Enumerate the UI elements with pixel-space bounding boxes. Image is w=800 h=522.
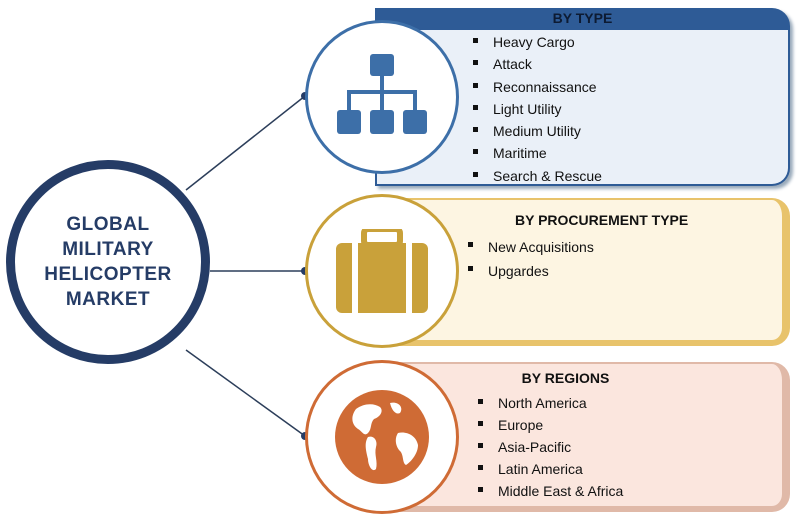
title-line: HELICOPTER [44,264,172,285]
title-line: GLOBAL [66,214,150,235]
list-item: Search & Rescue [473,165,602,187]
segment-heading: BY PROCUREMENT TYPE [515,212,689,228]
segment-list: New Acquisitions Upgardes [468,235,594,283]
procurement-icon-circle [305,194,459,348]
segment-panel-by-procurement: BY PROCUREMENT TYPE New Acquisitions Upg… [375,198,790,346]
list-item: Maritime [473,142,602,164]
segment-heading: BY REGIONS [521,370,610,386]
list-item: Upgardes [468,259,594,283]
segment-list: Heavy Cargo Attack Reconnaissance Light … [473,31,602,187]
regions-icon-circle [305,360,459,514]
hierarchy-icon [337,54,427,134]
list-item: Europe [478,414,623,436]
segment-list: North America Europe Asia-Pacific Latin … [478,392,623,502]
title-line: MARKET [65,289,151,310]
segment-heading: BY TYPE [552,10,613,26]
list-item: New Acquisitions [468,235,594,259]
briefcase-icon [336,229,428,313]
list-item: Medium Utility [473,120,602,142]
list-item: Asia-Pacific [478,436,623,458]
list-item: Attack [473,53,602,75]
market-title-circle: GLOBAL MILITARY HELICOPTER MARKET [6,160,210,364]
globe-icon [335,390,429,484]
list-item: North America [478,392,623,414]
list-item: Reconnaissance [473,76,602,98]
title-line: MILITARY [62,239,154,260]
list-item: Light Utility [473,98,602,120]
list-item: Latin America [478,458,623,480]
list-item: Middle East & Africa [478,480,623,502]
list-item: Heavy Cargo [473,31,602,53]
type-icon-circle [305,20,459,174]
